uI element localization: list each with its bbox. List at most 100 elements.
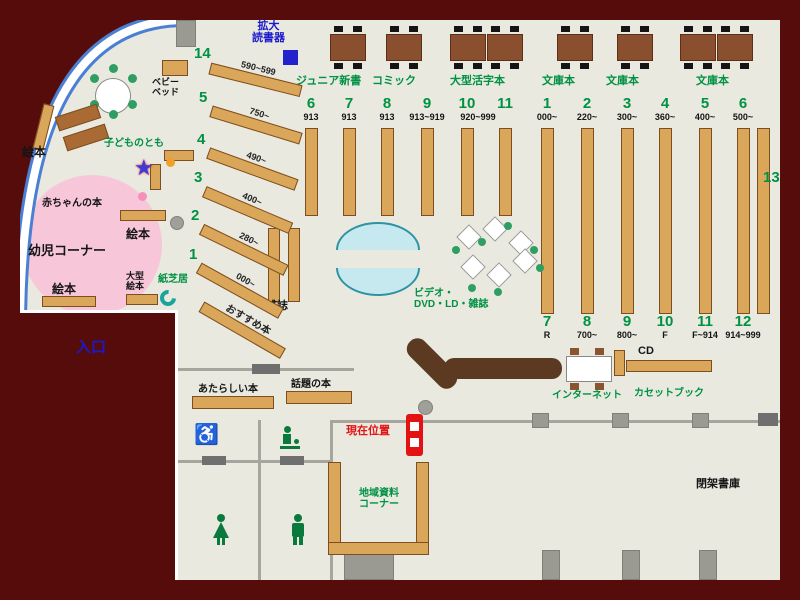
- door: [252, 364, 280, 374]
- marker-window: [410, 438, 419, 447]
- shelf-range: F~914: [692, 330, 718, 340]
- door: [280, 456, 304, 465]
- shelf-number: 8: [382, 95, 392, 112]
- reading-table: [680, 26, 716, 69]
- table-top: [330, 34, 366, 61]
- icon-part: [293, 537, 297, 545]
- magnifier-device: [283, 50, 298, 65]
- table-top: [487, 34, 523, 61]
- bookshelf: [126, 294, 158, 305]
- icon-part: [217, 514, 225, 522]
- orange-dot-icon: [166, 158, 175, 167]
- magnifier-label-line1: 拡大: [257, 20, 280, 32]
- shelf-number: 12: [734, 313, 752, 330]
- pillar-column: [170, 216, 184, 230]
- bookshelf: [381, 128, 394, 216]
- diagonal-shelf-number: 3: [194, 169, 203, 186]
- table-top: [450, 34, 486, 61]
- reading-table: [487, 26, 523, 69]
- topical-books-label: 話題の本: [291, 379, 331, 390]
- icon-part: [294, 514, 302, 522]
- reading-table: [557, 26, 593, 69]
- bookshelf: [461, 128, 474, 216]
- womens-toilet-icon: [212, 514, 230, 546]
- magazine-shelf: [288, 228, 300, 302]
- baby-bed: [162, 60, 188, 76]
- bookshelf: [614, 350, 625, 376]
- icon-part: [217, 538, 220, 545]
- local-materials-line2: コーナー: [359, 499, 399, 510]
- section-label-bunko: 文庫本: [696, 75, 729, 87]
- section-label-bunko: 文庫本: [606, 75, 639, 87]
- av-corner-label: ビデオ・ DVD・LD・雑誌: [414, 288, 488, 310]
- shelf-number: 6: [738, 95, 748, 112]
- pillar: [532, 413, 549, 428]
- shelf-range: 913: [341, 112, 357, 122]
- shelf-number: 6: [306, 95, 316, 112]
- mens-toilet-icon: [290, 514, 306, 546]
- baby-bed-label-line2: ベッド: [152, 86, 180, 97]
- reading-table: [717, 26, 753, 69]
- seat-dot: [452, 246, 460, 254]
- chair-icon: [721, 26, 730, 32]
- pillar: [622, 550, 640, 580]
- shelf-range: 913: [303, 112, 319, 122]
- pillar: [612, 413, 629, 428]
- wall: [258, 420, 261, 580]
- you-are-here-label: 現在位置: [346, 425, 390, 437]
- reading-table: [330, 26, 366, 69]
- shelf-number: 2: [582, 95, 592, 112]
- icon-part: [299, 537, 303, 545]
- seat-dot: [536, 264, 544, 272]
- shelf-number: 11: [697, 313, 713, 330]
- door: [202, 456, 226, 465]
- section-label-largeprint: 大型活字本: [450, 75, 505, 87]
- icon-part: [294, 439, 299, 444]
- shelf-range: 914~999: [725, 330, 761, 340]
- diagonal-shelf-number: 2: [191, 207, 200, 224]
- picture-books-label: 絵本: [22, 145, 47, 159]
- shelf-range: 913: [379, 112, 395, 122]
- seat-dot: [478, 238, 486, 246]
- shelf-number: 1: [542, 95, 552, 112]
- bookshelf: [621, 128, 634, 314]
- picture-books-label: 絵本: [52, 282, 77, 296]
- chair-icon: [491, 26, 500, 32]
- shelf-range: 400~: [694, 112, 716, 122]
- shelf-number: 9: [422, 95, 432, 112]
- shelf-number: 11: [497, 95, 513, 112]
- baby-changing-icon: [280, 426, 302, 452]
- diagonal-shelf-number: 1: [189, 246, 198, 263]
- av-corner-line2: DVD・LD・雑誌: [414, 299, 489, 310]
- local-materials-shelf: [328, 542, 429, 555]
- bookshelf: [42, 296, 96, 307]
- bookshelf: [343, 128, 356, 216]
- icon-part: [284, 426, 291, 433]
- shelf-range: 700~: [576, 330, 598, 340]
- shelf-number: 7: [344, 95, 354, 112]
- large-picture-books-line1: 大型: [126, 271, 145, 281]
- baby-books-label: 赤ちゃんの本: [42, 198, 102, 209]
- reading-table: [386, 26, 422, 69]
- chair-icon: [684, 26, 693, 32]
- shelf-range: F: [662, 330, 668, 340]
- star-marker-icon: ★: [134, 155, 154, 180]
- cassette-books-label: カセットブック: [634, 388, 704, 399]
- shelf-range: 360~: [654, 112, 676, 122]
- bookshelf: [499, 128, 512, 216]
- topical-books-shelf: [286, 391, 352, 404]
- internet-station: [564, 348, 618, 390]
- internet-label: インターネット: [552, 390, 622, 401]
- seat-dot: [468, 284, 476, 292]
- chair-icon: [390, 26, 399, 32]
- large-picture-books-label: 大型 絵本: [126, 271, 145, 292]
- chair-dots: [109, 64, 118, 73]
- table-top: [617, 34, 653, 61]
- shelf-number: 3: [622, 95, 632, 112]
- large-picture-books-line2: 絵本: [126, 280, 145, 291]
- section-label-comic: コミック: [372, 75, 416, 87]
- table-top: [386, 34, 422, 61]
- table-top: [717, 34, 753, 61]
- bookshelf: [699, 128, 712, 314]
- icon-part: [280, 446, 300, 449]
